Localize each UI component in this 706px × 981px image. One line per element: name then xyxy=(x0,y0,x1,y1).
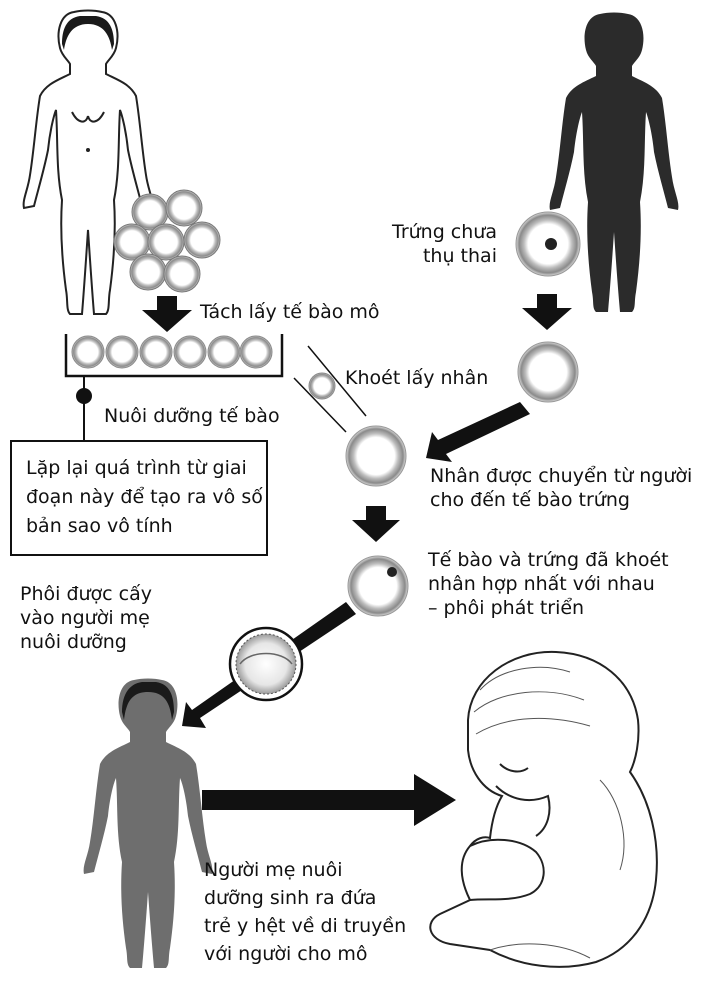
label-line: trẻ y hệt về di truyền xyxy=(204,912,406,940)
tissue-cell-cluster xyxy=(114,190,220,292)
label-line: Người mẹ nuôi xyxy=(204,856,406,884)
fused-cell xyxy=(348,556,408,616)
label-line: Tế bào và trứng đã khoét xyxy=(428,548,669,572)
culture-cells-label: Nuôi dưỡng tế bào xyxy=(104,404,280,428)
embryo-implanted-label: Phôi được cấy vào người mẹ nuôi dưỡng xyxy=(20,582,152,654)
label-line: cho đến tế bào trứng xyxy=(430,488,692,512)
label-line: Tách lấy tế bào mô xyxy=(200,300,380,324)
surrogate-birth-label: Người mẹ nuôi dưỡng sinh ra đứa trẻ y hệ… xyxy=(204,856,406,968)
remove-nucleus-label: Khoét lấy nhân xyxy=(345,366,488,390)
culture-connector xyxy=(76,376,92,440)
label-line: vào người mẹ xyxy=(20,606,152,630)
arrow-diagonal-to-center xyxy=(426,402,530,462)
label-line: Phôi được cấy xyxy=(20,582,152,606)
label-line: với người cho mô xyxy=(204,940,406,968)
arrow-down-to-dish xyxy=(142,296,192,332)
arrow-to-baby xyxy=(202,774,456,826)
enucleated-egg xyxy=(518,342,578,402)
label-line: bản sao vô tính xyxy=(26,512,266,541)
label-line: dưỡng sinh ra đứa xyxy=(204,884,406,912)
label-line: nuôi dưỡng xyxy=(20,630,152,654)
arrow-down-center xyxy=(352,506,400,542)
embryo-cell xyxy=(230,628,302,700)
fusion-label: Tế bào và trứng đã khoét nhân hợp nhất v… xyxy=(428,548,669,620)
nucleus-transferred-label: Nhân được chuyển từ người cho đến tế bào… xyxy=(430,464,692,512)
label-line: Nhân được chuyển từ người xyxy=(430,464,692,488)
label-line: Khoét lấy nhân xyxy=(345,366,488,390)
label-line: thụ thai xyxy=(392,244,497,268)
unfertilized-egg xyxy=(516,212,580,276)
label-line: Lặp lại quá trình từ giai xyxy=(26,454,266,483)
repeat-process-box: Lặp lại quá trình từ giai đoạn này để tạ… xyxy=(10,440,268,556)
label-line: – phôi phát triển xyxy=(428,596,669,620)
label-line: nhân hợp nhất với nhau xyxy=(428,572,669,596)
label-line: đoạn này để tạo ra vô số xyxy=(26,483,266,512)
culture-dish xyxy=(66,334,282,376)
label-line: Nuôi dưỡng tế bào xyxy=(104,404,280,428)
baby-figure xyxy=(430,652,657,967)
removed-nucleus-cell xyxy=(309,373,335,399)
arrow-down-right xyxy=(522,294,572,330)
center-egg xyxy=(346,426,406,486)
extract-tissue-label: Tách lấy tế bào mô xyxy=(200,300,380,324)
unfertilized-egg-label: Trứng chưa thụ thai xyxy=(392,220,497,268)
label-line: Trứng chưa xyxy=(392,220,497,244)
